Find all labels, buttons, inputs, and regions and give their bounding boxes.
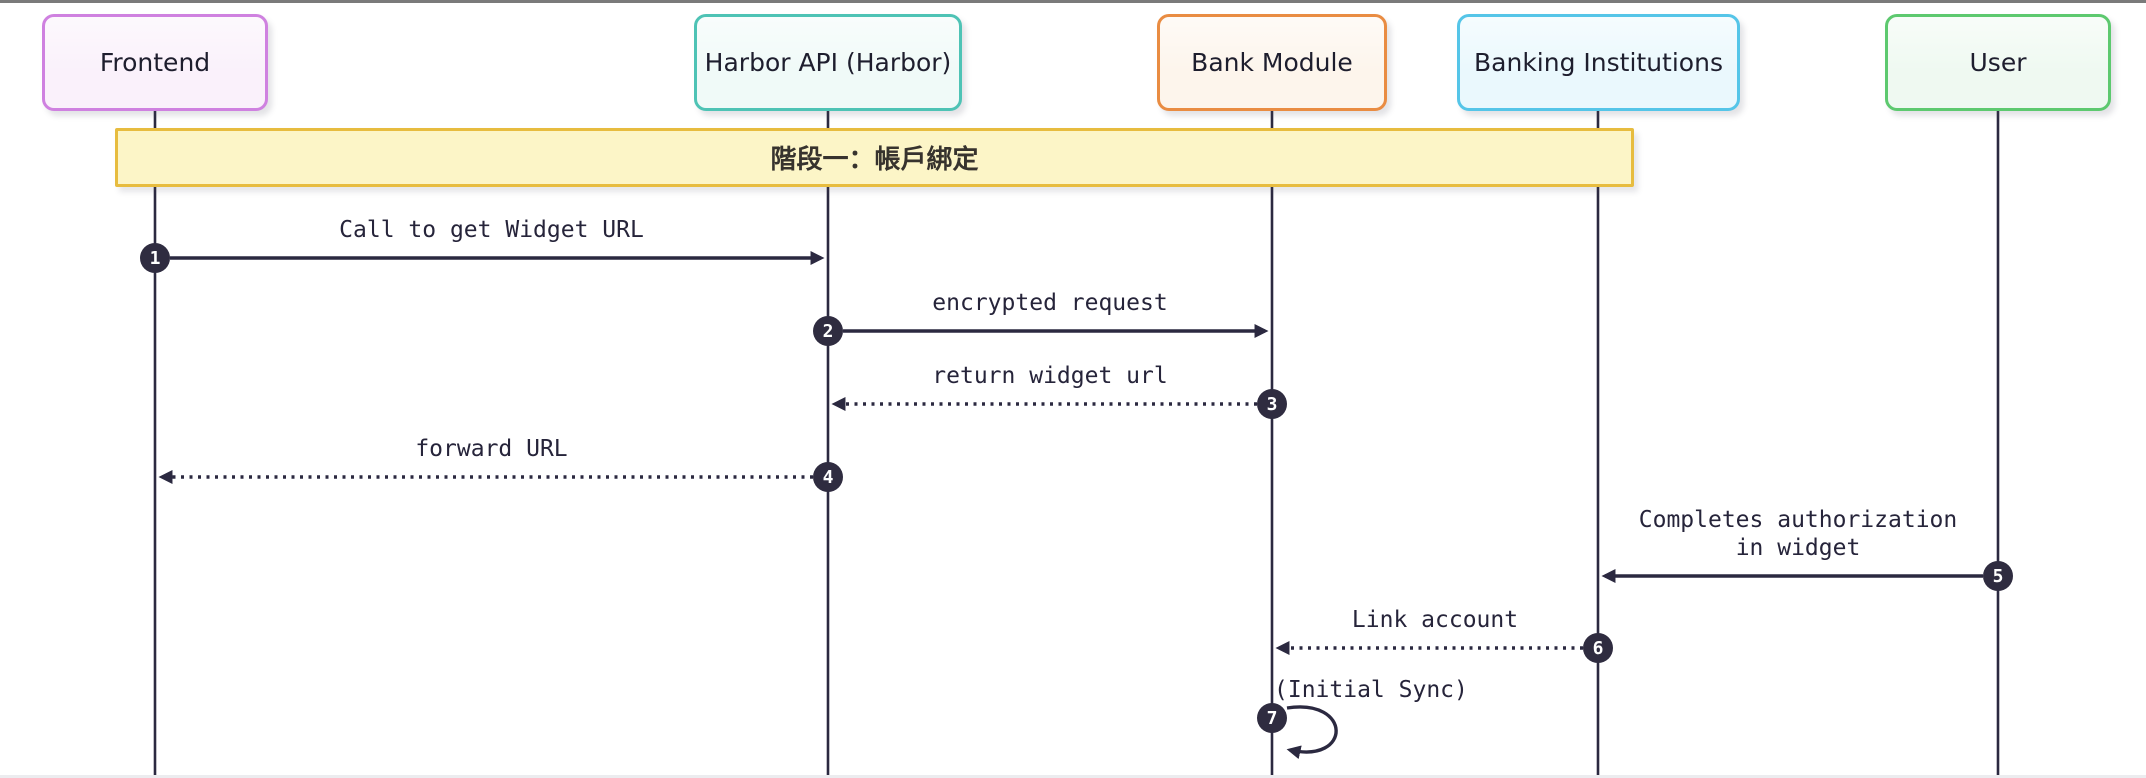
message-label-5: Completes authorization in widget: [1638, 507, 1958, 561]
actor-frontend: Frontend: [42, 14, 268, 111]
message-label-3: return widget url: [932, 363, 1168, 389]
message-number-badge: 2: [813, 316, 843, 346]
actor-label: Banking Institutions: [1474, 48, 1723, 77]
message-number-badge: 7: [1257, 703, 1287, 733]
phase-banner: 階段一：帳戶綁定: [115, 128, 1634, 187]
window-top-edge: [0, 0, 2146, 3]
message-label-2: encrypted request: [932, 290, 1168, 316]
self-message-arrow: [1286, 705, 1338, 760]
actor-label: Frontend: [99, 48, 211, 77]
actor-harbor-api: Harbor API (Harbor): [694, 14, 962, 111]
actor-user: User: [1885, 14, 2111, 111]
message-label-6: Link account: [1351, 607, 1519, 633]
message-number-badge: 3: [1257, 389, 1287, 419]
message-number-badge: 5: [1983, 561, 2013, 591]
phase-banner-label: 階段一：帳戶綁定: [770, 145, 979, 175]
actor-label: Harbor API (Harbor): [704, 48, 952, 77]
actor-bank-module: Bank Module: [1157, 14, 1387, 111]
message-label-4: forward URL: [415, 436, 568, 462]
actor-label: Bank Module: [1191, 48, 1353, 77]
message-label-1: Call to get Widget URL: [339, 217, 644, 243]
message-number-badge: 4: [813, 462, 843, 492]
message-number-badge: 1: [140, 243, 170, 273]
message-label-7: (Initial Sync): [1274, 677, 1468, 703]
message-number-badge: 6: [1583, 633, 1613, 663]
actor-banking-institutions: Banking Institutions: [1457, 14, 1740, 111]
actor-label: User: [1969, 48, 2027, 77]
window-bottom-edge: [0, 775, 2146, 778]
